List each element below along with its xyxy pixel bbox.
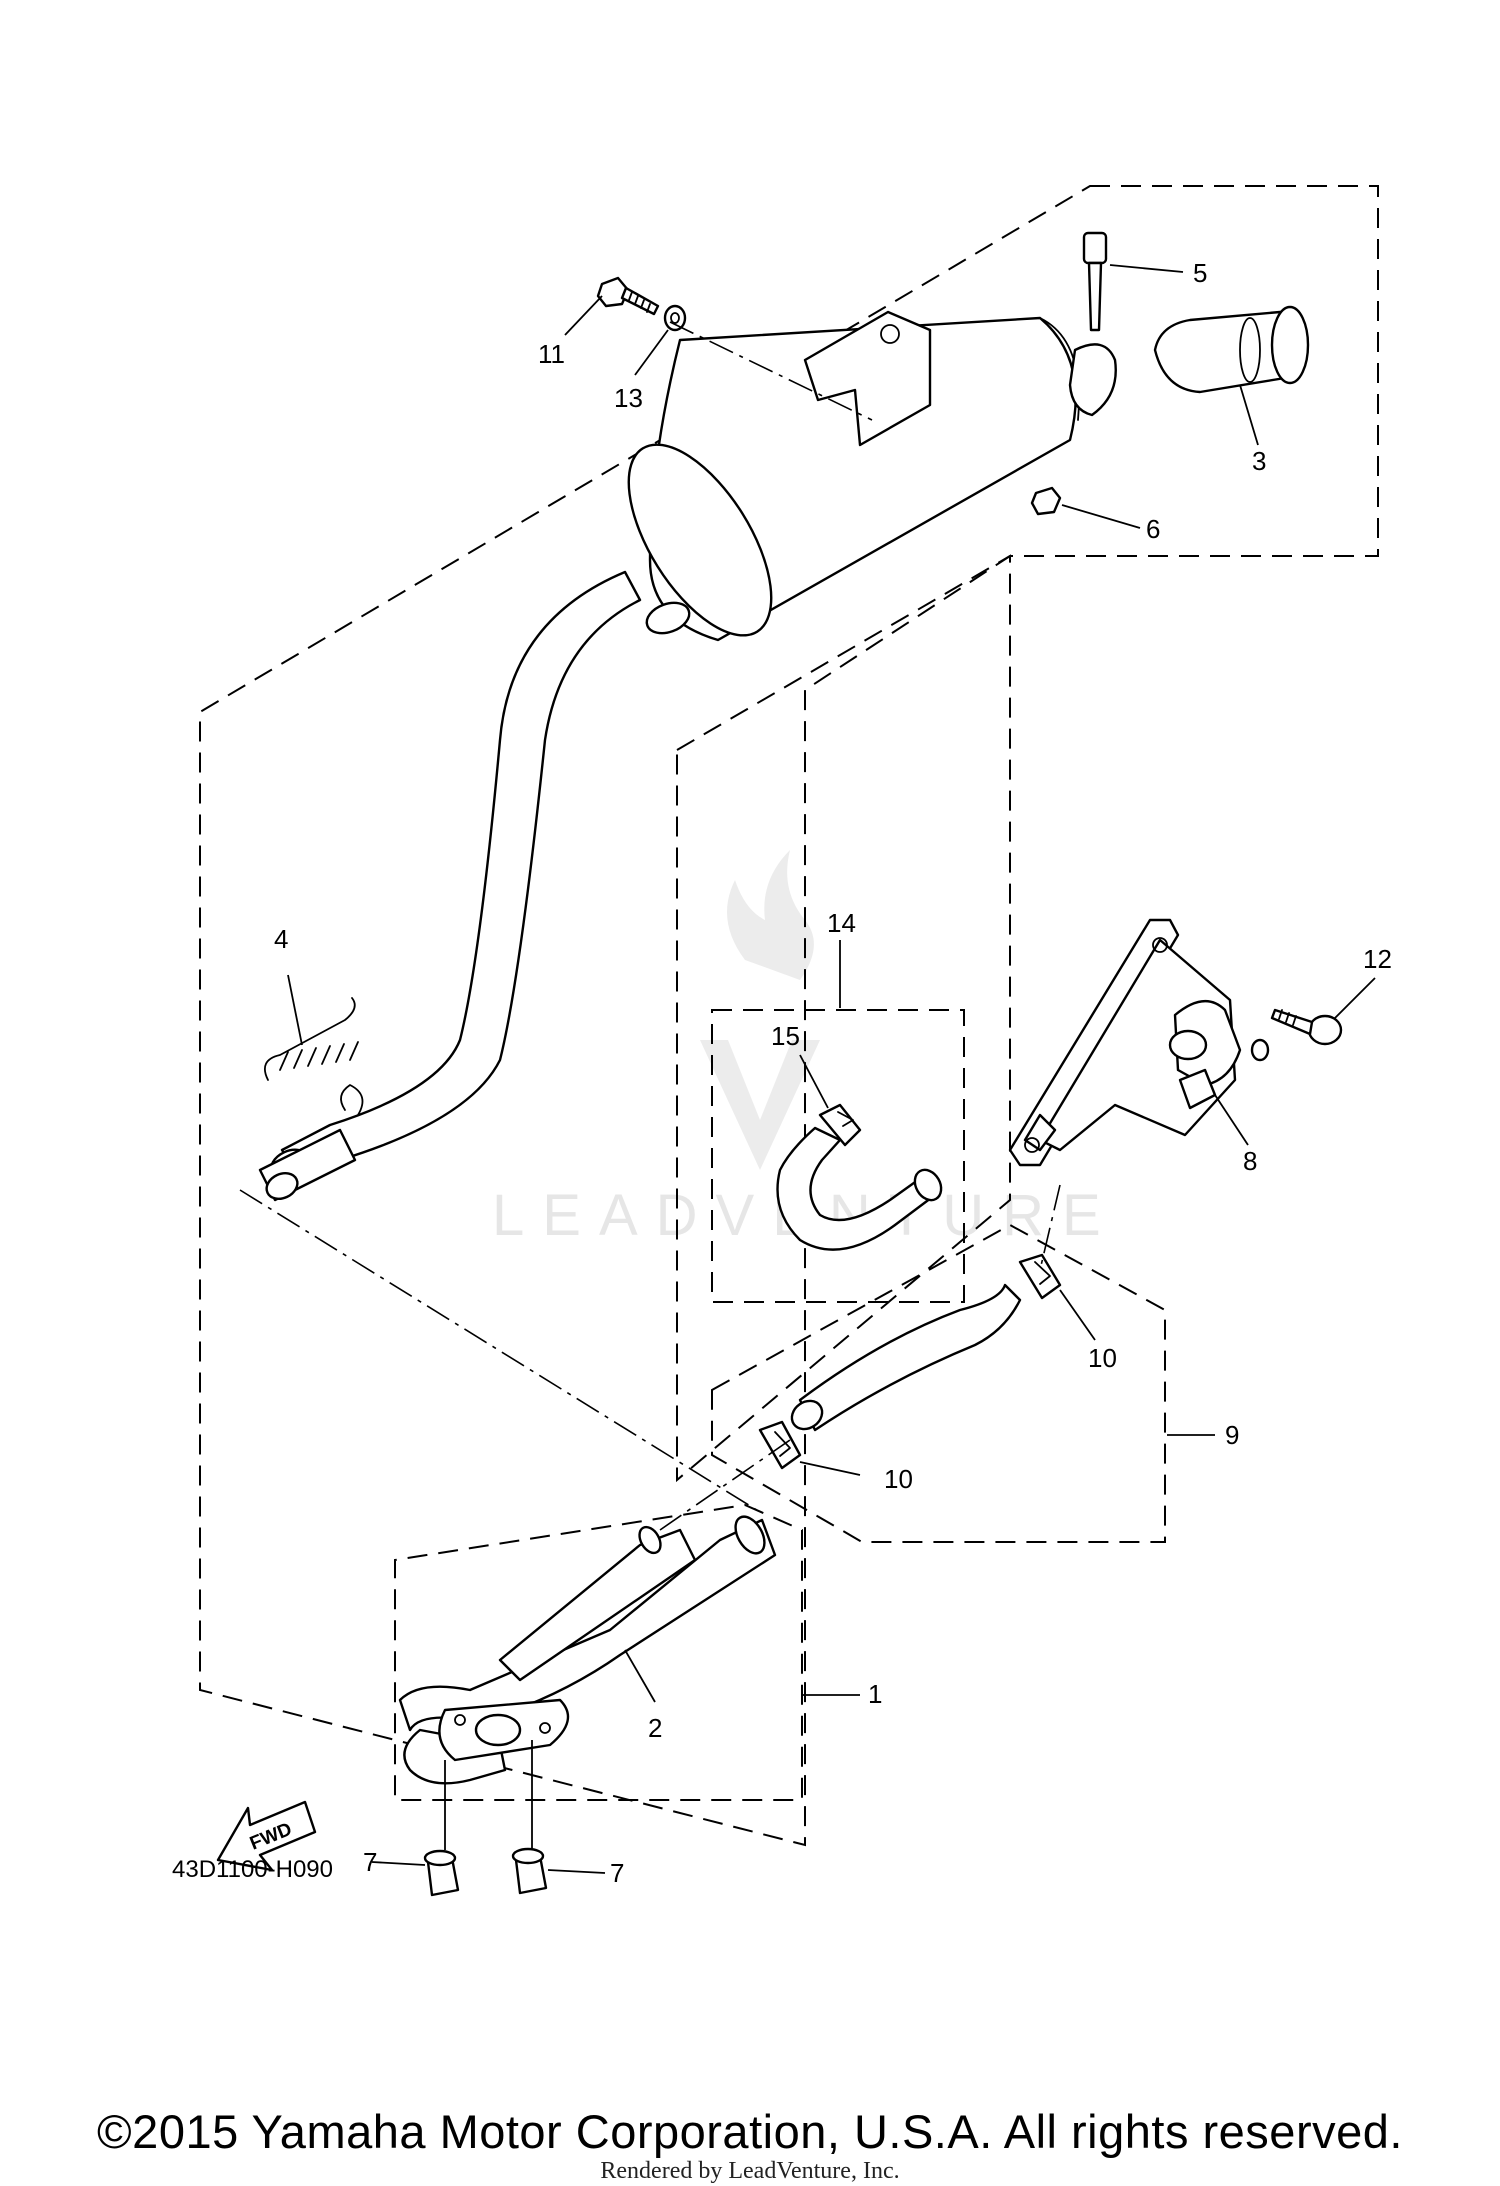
leader-7b — [547, 1869, 606, 1874]
rendered-by-notice: Rendered by LeadVenture, Inc. — [600, 2158, 900, 2184]
diagram-code: 43D1100-H090 — [172, 1856, 333, 1883]
leader-10a — [1059, 1289, 1096, 1341]
callout-5: 5 — [1193, 258, 1207, 288]
leader-5 — [1109, 264, 1184, 273]
screw-12 — [1270, 1008, 1343, 1046]
copyright-notice: ©2015 Yamaha Motor Corporation, U.S.A. A… — [97, 2105, 1403, 2158]
nut-6 — [1030, 486, 1062, 516]
tail-pipe — [1153, 305, 1310, 394]
bolt-11 — [596, 276, 660, 316]
canister-8 — [1008, 918, 1270, 1167]
leader-4 — [287, 974, 303, 1046]
callout-1: 1 — [868, 1679, 882, 1709]
leader-7a — [371, 1861, 426, 1866]
hose-group-9-outline — [711, 1223, 1166, 1543]
callout-6: 6 — [1146, 514, 1160, 544]
leader-6 — [1061, 504, 1141, 529]
clip-10-lower — [758, 1420, 802, 1470]
muffler — [627, 310, 1117, 642]
hose-9 — [790, 1283, 1022, 1432]
muffler-assembly-outline — [199, 185, 1379, 1847]
washer-13 — [663, 304, 687, 332]
callout-15: 15 — [771, 1021, 800, 1051]
hose-14 — [776, 1126, 943, 1251]
callout-12: 12 — [1363, 944, 1392, 974]
leader-12 — [1334, 977, 1376, 1019]
leader-2 — [624, 1649, 656, 1703]
exhaust-pipe — [258, 570, 642, 1202]
center-line-pipe — [239, 1189, 761, 1513]
callout-10-lower: 10 — [884, 1464, 913, 1494]
leader-8 — [1214, 1094, 1249, 1146]
main-frame-outline — [676, 554, 1011, 1483]
exhaust-parts-diagram: LEADVENTURE — [172, 185, 1392, 1897]
callout-10-upper: 10 — [1088, 1343, 1117, 1373]
callout-7-left: 7 — [363, 1847, 377, 1877]
nut-7-right — [511, 1847, 548, 1895]
nut-7-left — [423, 1849, 460, 1897]
callout-4: 4 — [274, 924, 288, 954]
clip-10-upper — [1018, 1253, 1062, 1300]
leader-15 — [799, 1054, 829, 1109]
leader-3 — [1239, 384, 1259, 446]
callout-8: 8 — [1243, 1146, 1257, 1176]
callout-9: 9 — [1225, 1420, 1239, 1450]
callout-7-right: 7 — [610, 1858, 624, 1888]
callout-14: 14 — [827, 908, 856, 938]
center-line-canister — [1039, 1184, 1061, 1271]
hose-group-14-outline — [711, 1009, 965, 1303]
callout-11: 11 — [538, 339, 565, 369]
leader-10b — [799, 1461, 861, 1476]
leader-11 — [564, 295, 603, 336]
center-line-hose — [659, 1439, 791, 1531]
bolt-5 — [1082, 231, 1108, 332]
leader-13 — [634, 329, 669, 376]
callout-2: 2 — [648, 1713, 662, 1743]
spring — [264, 997, 359, 1081]
exhaust-pipe-group-1-outline — [394, 1503, 803, 1801]
center-line-bolt11 — [669, 321, 873, 421]
clip-15 — [818, 1103, 862, 1147]
callout-3: 3 — [1252, 446, 1266, 476]
exhaust-header-2 — [398, 1515, 777, 1785]
callout-13: 13 — [614, 383, 643, 413]
